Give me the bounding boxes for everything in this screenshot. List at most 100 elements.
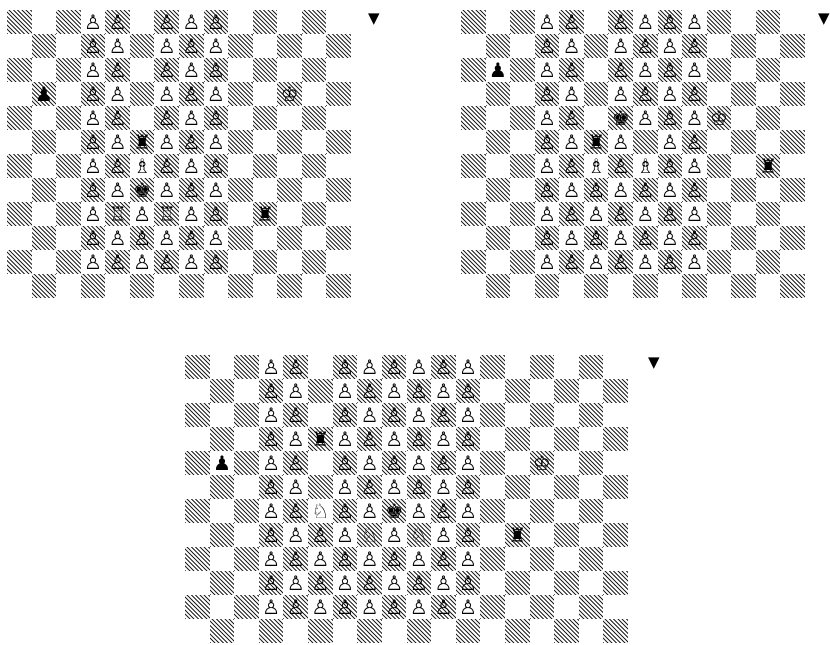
board-square: ♙ <box>105 10 130 34</box>
board-square <box>7 226 32 250</box>
board-square <box>228 10 253 34</box>
board-square <box>259 619 284 643</box>
board-square <box>707 34 732 58</box>
board-square <box>253 154 278 178</box>
board-square <box>584 34 609 58</box>
white-pawn-icon: ♙ <box>308 547 333 571</box>
white-pawn-icon: ♙ <box>283 355 308 379</box>
board-square <box>7 106 32 130</box>
board-square: ♙ <box>154 130 179 154</box>
white-pawn-icon: ♙ <box>105 10 130 34</box>
board-square: ♙ <box>308 523 333 547</box>
board-square <box>510 34 535 58</box>
white-pawn-icon: ♙ <box>456 475 481 499</box>
board-square: ♙ <box>105 82 130 106</box>
board-square <box>603 451 628 475</box>
white-pawn-icon: ♙ <box>154 250 179 274</box>
board-square <box>530 355 555 379</box>
board-square: ♙ <box>535 58 560 82</box>
board-square: ♙ <box>259 403 284 427</box>
board-square <box>633 130 658 154</box>
board-square <box>56 10 81 34</box>
white-pawn-icon: ♙ <box>154 226 179 250</box>
board-square <box>234 619 259 643</box>
board-square <box>228 226 253 250</box>
white-pawn-icon: ♙ <box>81 106 106 130</box>
board-square: ♙ <box>333 595 358 619</box>
board-square: ♙ <box>204 154 229 178</box>
board-square <box>505 427 530 451</box>
board-square <box>7 202 32 226</box>
white-pawn-icon: ♙ <box>456 379 481 403</box>
board-square: ♙ <box>333 475 358 499</box>
board-square <box>302 202 327 226</box>
white-pawn-icon: ♙ <box>559 34 584 58</box>
board-square <box>505 595 530 619</box>
board-square: ♙ <box>559 226 584 250</box>
board-square <box>277 10 302 34</box>
board-square: ♙ <box>633 34 658 58</box>
board-square: ♙ <box>456 595 481 619</box>
white-pawn-icon: ♙ <box>456 499 481 523</box>
board-square <box>554 355 579 379</box>
board-square: ♙ <box>431 523 456 547</box>
board-square <box>130 274 155 298</box>
board-square: ♙ <box>204 178 229 202</box>
white-rook-icon: ♖ <box>105 202 130 226</box>
white-pawn-icon: ♙ <box>407 499 432 523</box>
board-square: ♙ <box>204 226 229 250</box>
white-pawn-icon: ♙ <box>382 475 407 499</box>
board-square <box>56 154 81 178</box>
board-square <box>780 10 805 34</box>
board-square <box>185 547 210 571</box>
board-square <box>510 154 535 178</box>
board-square: ♙ <box>179 178 204 202</box>
board-square <box>130 10 155 34</box>
board-square <box>510 250 535 274</box>
white-pawn-icon: ♙ <box>682 226 707 250</box>
white-pawn-icon: ♙ <box>179 82 204 106</box>
white-pawn-icon: ♙ <box>204 226 229 250</box>
board-square: ♙ <box>608 82 633 106</box>
white-pawn-icon: ♙ <box>633 178 658 202</box>
white-pawn-icon: ♙ <box>658 250 683 274</box>
board-square <box>780 226 805 250</box>
board-square: ♙ <box>382 595 407 619</box>
white-pawn-icon: ♙ <box>283 403 308 427</box>
board-square: ♔ <box>530 451 555 475</box>
black-pawn-icon: ♟ <box>486 58 511 82</box>
board-square: ♙ <box>559 154 584 178</box>
board-square <box>56 226 81 250</box>
board-square <box>253 226 278 250</box>
board-square <box>253 106 278 130</box>
board-square: ♚ <box>608 106 633 130</box>
board-square <box>579 499 604 523</box>
board-square: ♙ <box>456 547 481 571</box>
board-square: ♘ <box>357 523 382 547</box>
white-pawn-icon: ♙ <box>658 82 683 106</box>
board-square <box>480 499 505 523</box>
board-square <box>756 10 781 34</box>
white-pawn-icon: ♙ <box>559 130 584 154</box>
board-square: ♙ <box>456 475 481 499</box>
board-square: ♙ <box>81 250 106 274</box>
board-square: ♔ <box>277 82 302 106</box>
board-square <box>234 595 259 619</box>
board-square: ♙ <box>535 178 560 202</box>
board-square: ♙ <box>407 379 432 403</box>
white-pawn-icon: ♙ <box>559 226 584 250</box>
board-square: ♙ <box>456 523 481 547</box>
white-pawn-icon: ♙ <box>283 499 308 523</box>
board-square: ♙ <box>130 226 155 250</box>
board-square: ♙ <box>559 58 584 82</box>
board-square: ♙ <box>658 10 683 34</box>
board-square: ♙ <box>283 571 308 595</box>
board-square <box>277 58 302 82</box>
white-pawn-icon: ♙ <box>431 523 456 547</box>
board-square <box>130 82 155 106</box>
board-square <box>407 619 432 643</box>
board-square: ♙ <box>535 226 560 250</box>
white-pawn-icon: ♙ <box>179 34 204 58</box>
white-pawn-icon: ♙ <box>204 202 229 226</box>
board-square: ♙ <box>407 427 432 451</box>
